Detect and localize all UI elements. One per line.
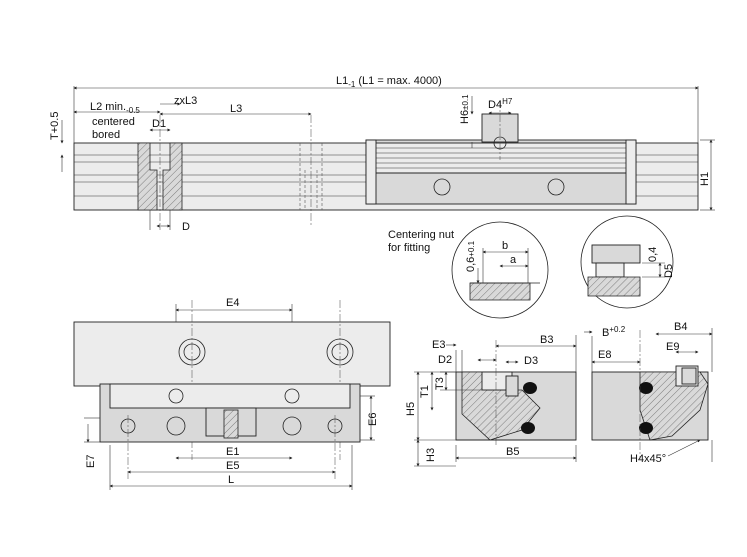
top-dimensions: L1-1(L1 = max. 4000) L2 min.-0.5 centere…	[49, 75, 715, 233]
t1-label: T1	[419, 385, 431, 398]
b-label: b	[502, 240, 508, 252]
d5-label: D5	[663, 264, 675, 278]
d2-label: D2	[438, 354, 452, 366]
h1-label: H1	[699, 172, 711, 186]
e5-label: E5	[226, 460, 239, 472]
rail-end-section	[591, 330, 709, 460]
b4-label: B4	[674, 321, 687, 333]
end-section-dimensions: B+0.2 E8 B4 E9 H4x45°	[584, 321, 713, 465]
e7-label: E7	[85, 455, 97, 468]
e9-label: E9	[666, 341, 679, 353]
l3-label: L3	[230, 103, 242, 115]
d4-label: D4H7	[488, 97, 513, 111]
bottom-left-dimensions: E4 E6 E7 E1 E5 L	[84, 297, 379, 490]
e3-label: E3	[432, 339, 445, 351]
centering-nut-detail: b a 0,6+0.1 Centering nut for fitting	[388, 221, 549, 319]
b5-label: B5	[506, 446, 519, 458]
v04-label: 0,4	[647, 247, 659, 262]
zxl3-label: zxL3	[174, 95, 197, 107]
centered-label: centered	[92, 116, 135, 128]
tol-06-label: 0,6+0.1	[465, 240, 477, 272]
t-tol-label: T+0.5	[49, 112, 61, 140]
l2-label: L2 min.-0.5	[90, 101, 140, 115]
a-label: a	[510, 254, 517, 266]
cross-section-dimensions: B3 E3 D2 D3 T3 T1 H5 H3 B5	[405, 334, 577, 467]
l1-label: L1-1(L1 = max. 4000)	[336, 75, 442, 89]
e8-label: E8	[598, 349, 611, 361]
h4-label: H4x45°	[630, 453, 666, 465]
rail-cross-section	[455, 340, 577, 445]
h3-label: H3	[425, 448, 437, 462]
d3-label: D3	[524, 355, 538, 367]
d1-label: D1	[152, 118, 166, 130]
e4-label: E4	[226, 297, 239, 309]
e6-label: E6	[367, 413, 379, 426]
bored-label: bored	[92, 129, 120, 141]
b3-label: B3	[540, 334, 553, 346]
carriage-side-view	[365, 100, 637, 205]
centering-nut-label-1: Centering nut	[388, 229, 454, 241]
h5-label: H5	[405, 402, 417, 416]
h6-label: H6±0.1	[459, 94, 471, 124]
carriage-top-view	[73, 300, 391, 480]
d5-detail: 0,4 D5	[580, 215, 675, 309]
e1-label: E1	[226, 446, 239, 458]
centering-nut-label-2: for fitting	[388, 242, 430, 254]
t3-label: T3	[434, 377, 446, 390]
d-label: D	[182, 221, 190, 233]
b-tol-label: B+0.2	[602, 325, 626, 339]
l-label: L	[228, 474, 234, 486]
